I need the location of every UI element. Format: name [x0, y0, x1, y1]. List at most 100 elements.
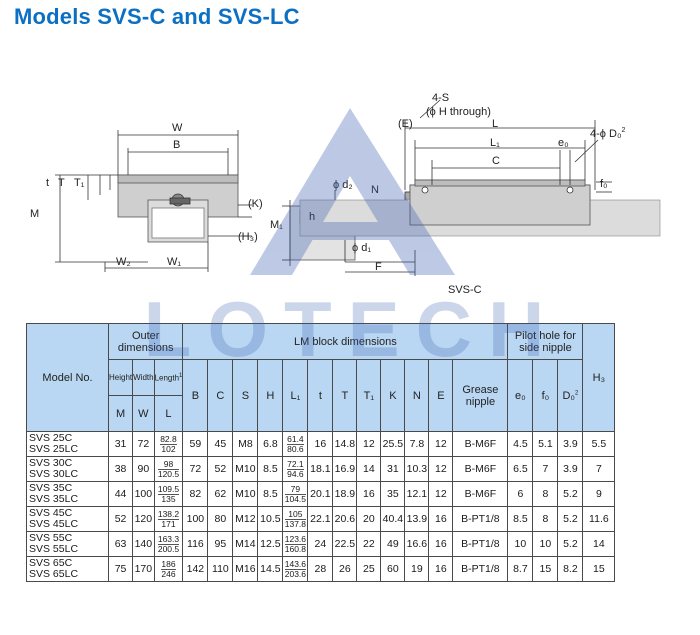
header-T1: T₁: [356, 359, 382, 432]
cell-B: 59: [182, 431, 209, 457]
cell-H: 12.5: [257, 531, 284, 557]
specifications-table: Model No. Outer dimensions LM block dime…: [26, 323, 616, 582]
cell-D0: 5.2: [557, 531, 584, 557]
cell-W: 100: [132, 481, 155, 507]
dim-B: B: [173, 139, 180, 151]
dim-W: W: [172, 122, 183, 134]
page-title: Models SVS-C and SVS-LC: [14, 4, 300, 29]
dim-N: N: [371, 184, 379, 196]
cell-H: 10.5: [257, 506, 284, 532]
cell-nipple: B-M6F: [452, 431, 509, 457]
cell-D0: 8.2: [557, 556, 584, 582]
cell-f0: 5.1: [532, 431, 559, 457]
drawing-caption: SVS-C: [448, 284, 482, 296]
dim-T1: T₁: [74, 177, 85, 189]
cell-f0: 8: [532, 506, 559, 532]
header-H3: H₃: [582, 323, 616, 432]
cell-E: 16: [428, 531, 454, 557]
cell-T1: 25: [356, 556, 382, 582]
cell-K: 35: [380, 481, 406, 507]
dim-T: T: [58, 177, 65, 189]
cell-C: 80: [207, 506, 234, 532]
cell-B: 82: [182, 481, 209, 507]
cell-W: 140: [132, 531, 155, 557]
cell-H3: 7: [582, 456, 616, 482]
header-N: N: [404, 359, 430, 432]
cell-e0: 8.5: [507, 506, 534, 532]
cell-E: 12: [428, 456, 454, 482]
cell-C: 95: [207, 531, 234, 557]
cell-C: 110: [207, 556, 234, 582]
dim-d1: ϕ d₁: [352, 242, 371, 254]
cell-B: 72: [182, 456, 209, 482]
cell-D0: 3.9: [557, 456, 584, 482]
cell-W: 72: [132, 431, 155, 457]
cell-S: M10: [232, 456, 259, 482]
dim-C: C: [492, 155, 500, 167]
cell-t: 28: [307, 556, 334, 582]
header-grease-nipple: Grease nipple: [452, 359, 509, 432]
cell-e0: 10: [507, 531, 534, 557]
cell-t: 24: [307, 531, 334, 557]
cell-M: 75: [107, 556, 134, 582]
cell-T: 22.5: [332, 531, 358, 557]
header-width: Width: [132, 359, 155, 396]
cell-S: M14: [232, 531, 259, 557]
cell-D0: 5.2: [557, 506, 584, 532]
header-L: L: [153, 395, 184, 432]
dim-W1: W₁: [167, 256, 181, 268]
header-T: T: [332, 359, 358, 432]
cell-H3: 5.5: [582, 431, 616, 457]
cell-W: 90: [132, 456, 155, 482]
header-S: S: [232, 359, 259, 432]
header-K: K: [380, 359, 406, 432]
header-e0: e₀: [507, 359, 534, 432]
cell-S: M16: [232, 556, 259, 582]
dim-H-through: (ϕ H through): [426, 106, 491, 118]
header-lm-block-dimensions: LM block dimensions: [182, 323, 509, 360]
cell-D0: 3.9: [557, 431, 584, 457]
dim-D0: 4-ϕ D₀2: [590, 127, 626, 140]
cell-e0: 6.5: [507, 456, 534, 482]
cell-H: 8.5: [257, 481, 284, 507]
cell-M: 31: [107, 431, 134, 457]
dim-d2: ϕ d₂: [333, 179, 353, 191]
cell-e0: 8.7: [507, 556, 534, 582]
dim-M: M: [30, 208, 39, 220]
header-C: C: [207, 359, 234, 432]
cell-S: M12: [232, 506, 259, 532]
dim-F: F: [375, 261, 382, 273]
cell-f0: 7: [532, 456, 559, 482]
cell-C: 45: [207, 431, 234, 457]
cell-t: 22.1: [307, 506, 334, 532]
dim-W2: W₂: [116, 256, 131, 268]
cell-T: 14.8: [332, 431, 358, 457]
cell-K: 31: [380, 456, 406, 482]
cell-f0: 8: [532, 481, 559, 507]
cell-C: 62: [207, 481, 234, 507]
technical-drawing: W B t T T₁ M (K) (H₃) W₂ W₁ M₁ h ϕ d₂ ϕ …: [30, 92, 661, 296]
header-L1: L₁: [282, 359, 309, 432]
cell-nipple: B-M6F: [452, 456, 509, 482]
cell-M: 44: [107, 481, 134, 507]
header-M: M: [107, 395, 134, 432]
cell-N: 16.6: [404, 531, 430, 557]
cell-H: 6.8: [257, 431, 284, 457]
cell-H: 8.5: [257, 456, 284, 482]
cell-N: 19: [404, 556, 430, 582]
cell-W: 120: [132, 506, 155, 532]
cell-T: 20.6: [332, 506, 358, 532]
header-B: B: [182, 359, 209, 432]
